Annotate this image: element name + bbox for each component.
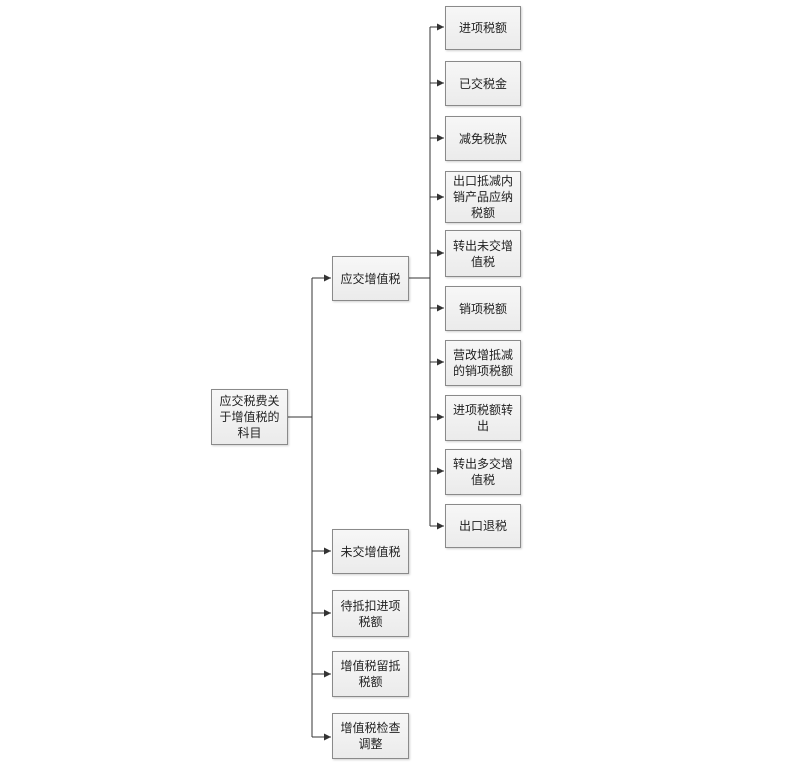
node-label: 未交增值税 xyxy=(340,544,401,559)
node-label: 转出多交增值税 xyxy=(452,457,513,487)
node-label: 应交增值税 xyxy=(340,271,401,286)
node-sub-3: 减免税款 xyxy=(445,116,521,161)
node-label: 增值税留抵税额 xyxy=(340,659,401,689)
node-yingjiao-zengzhishui: 应交增值税 xyxy=(332,256,409,301)
node-label: 转出未交增值税 xyxy=(452,238,513,269)
node-sub-8: 进项税额转出 xyxy=(445,395,521,441)
node-label: 销项税额 xyxy=(458,301,507,316)
node-sub-7: 营改增抵减的销项税额 xyxy=(445,340,521,386)
node-sub-1: 进项税额 xyxy=(445,6,521,50)
root-node-label: 应交税费关于增值税的科目 xyxy=(219,394,280,440)
node-label: 进项税额转出 xyxy=(452,403,513,433)
node-liudi-shuie: 增值税留抵税额 xyxy=(332,651,409,697)
node-sub-10: 出口退税 xyxy=(445,504,521,548)
node-label: 出口退税 xyxy=(458,519,507,533)
node-daidikou-jinxiang-shuie: 待抵扣进项税额 xyxy=(332,590,409,637)
node-sub-2: 已交税金 xyxy=(445,61,521,106)
node-weijiao-zengzhishui: 未交增值税 xyxy=(332,529,409,574)
root-node: 应交税费关于增值税的科目 xyxy=(211,389,288,445)
node-label: 增值税检查调整 xyxy=(340,721,401,751)
node-jiancha-tiaozheng: 增值税检查调整 xyxy=(332,713,409,759)
node-label: 营改增抵减的销项税额 xyxy=(452,348,513,378)
node-label: 已交税金 xyxy=(458,76,507,91)
node-sub-4: 出口抵减内销产品应纳税额 xyxy=(445,171,521,223)
node-label: 进项税额 xyxy=(458,21,507,35)
node-label: 出口抵减内销产品应纳税额 xyxy=(452,174,513,220)
node-label: 待抵扣进项税额 xyxy=(340,598,401,629)
node-sub-5: 转出未交增值税 xyxy=(445,230,521,277)
node-sub-6: 销项税额 xyxy=(445,286,521,331)
node-sub-9: 转出多交增值税 xyxy=(445,449,521,495)
node-label: 减免税款 xyxy=(458,131,507,146)
